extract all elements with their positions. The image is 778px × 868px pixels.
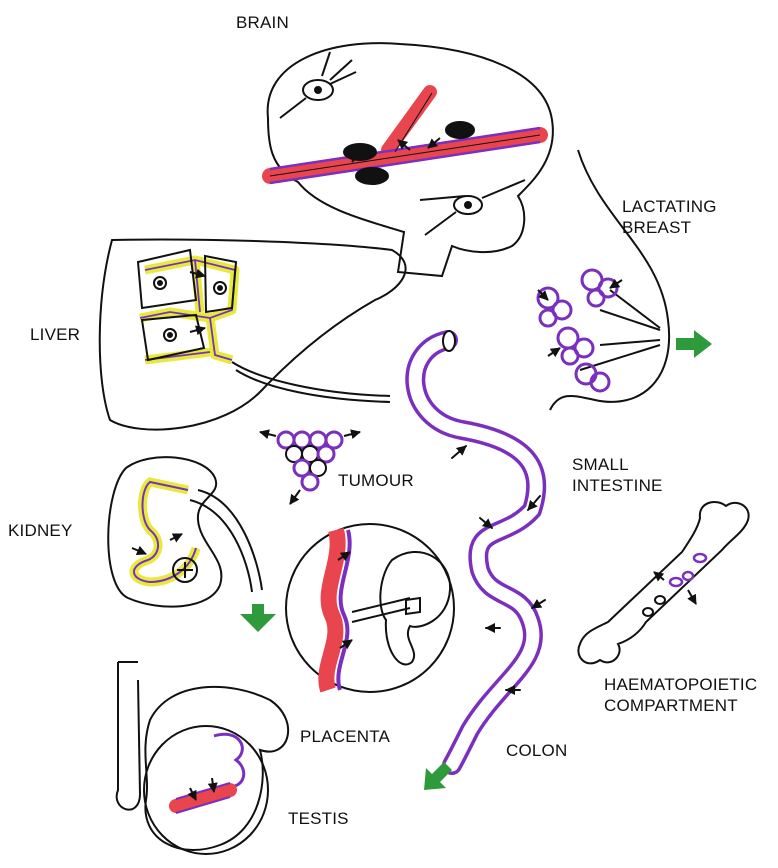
liver-illustration	[100, 239, 406, 429]
label-lactating-breast-line2: BREAST	[622, 217, 717, 238]
label-brain: BRAIN	[236, 12, 289, 33]
kidney-illustration	[108, 457, 276, 632]
label-small-intestine: SMALL INTESTINE	[572, 454, 663, 497]
breast-export-arrow	[676, 330, 712, 358]
label-testis: TESTIS	[288, 808, 349, 829]
bone-illustration	[578, 502, 748, 663]
label-haematopoietic-compartment: HAEMATOPOIETIC COMPARTMENT	[604, 674, 757, 717]
colon-export-arrow	[424, 762, 452, 790]
bone-outline	[578, 502, 748, 663]
testis-illustration	[117, 662, 288, 854]
label-haematopoietic-line1: HAEMATOPOIETIC	[604, 674, 757, 695]
brain-illustration	[268, 43, 553, 276]
label-placenta: PLACENTA	[300, 726, 390, 747]
label-colon: COLON	[506, 740, 567, 761]
label-liver: LIVER	[30, 324, 80, 345]
breast-illustration	[538, 150, 712, 410]
label-lactating-breast: LACTATING BREAST	[622, 196, 717, 239]
intestine-illustration	[415, 331, 545, 790]
tumour-illustration	[260, 432, 360, 504]
label-small-intestine-line1: SMALL	[572, 454, 663, 475]
label-haematopoietic-line2: COMPARTMENT	[604, 695, 757, 716]
label-kidney: KIDNEY	[8, 520, 73, 541]
kidney-export-arrow	[240, 604, 276, 632]
placenta-illustration	[286, 524, 454, 692]
label-small-intestine-line2: INTESTINE	[572, 475, 663, 496]
label-tumour: TUMOUR	[338, 470, 414, 491]
label-lactating-breast-line1: LACTATING	[622, 196, 717, 217]
